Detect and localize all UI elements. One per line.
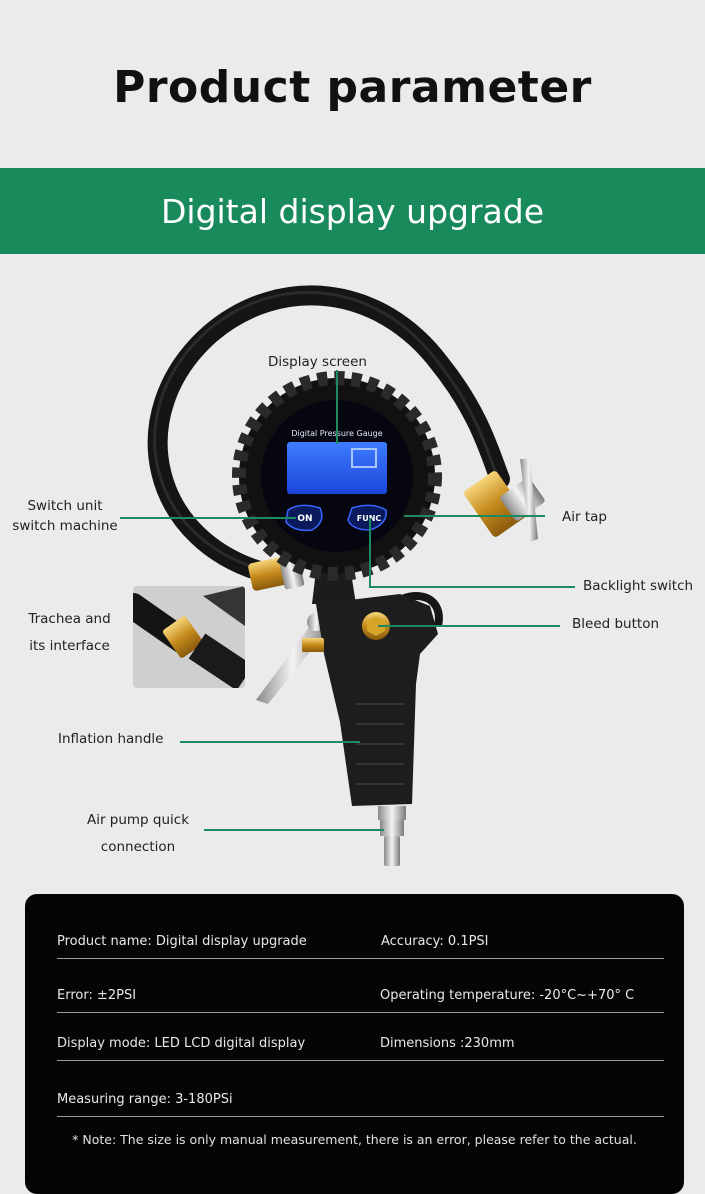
spec-accuracy: Accuracy: 0.1PSI xyxy=(381,934,489,949)
air-tap-label: Air tap xyxy=(562,509,607,525)
spec-row: Measuring range: 3-180PSi xyxy=(57,1088,664,1117)
switch-unit-label: Switch unit switch machine xyxy=(10,496,120,536)
product-diagram: Digital Pressure Gauge ON FUNC xyxy=(0,254,705,894)
air-pump-label: Air pump quick connection xyxy=(82,807,194,861)
page-title: Product parameter xyxy=(113,62,592,113)
spec-measuring-range: Measuring range: 3-180PSi xyxy=(57,1092,233,1107)
spec-dimensions: Dimensions :230mm xyxy=(380,1036,515,1051)
air-pump-line1: Air pump quick xyxy=(86,812,190,828)
spec-panel: Product name: Digital display upgrade Ac… xyxy=(25,894,684,1194)
banner: Digital display upgrade xyxy=(0,168,705,254)
switch-unit-line2: switch machine xyxy=(12,518,118,534)
air-pump-line2: connection xyxy=(100,839,176,855)
gun-body xyxy=(316,594,438,806)
spec-row: Display mode: LED LCD digital display Di… xyxy=(57,1032,664,1061)
measurement-note: * Note: The size is only manual measurem… xyxy=(72,1132,637,1147)
trachea-line1: Trachea and xyxy=(28,611,111,627)
on-label: ON xyxy=(297,514,312,524)
lcd-screen xyxy=(287,442,387,494)
spec-error: Error: ±2PSI xyxy=(57,988,137,1003)
inflation-handle-label: Inflation handle xyxy=(58,731,164,747)
trigger-lever xyxy=(256,614,330,704)
bleed-button-label: Bleed button xyxy=(572,616,660,632)
spec-display-mode: Display mode: LED LCD digital display xyxy=(57,1036,306,1051)
spec-row: Error: ±2PSI Operating temperature: -20°… xyxy=(57,984,664,1013)
air-tap-chuck xyxy=(464,459,545,542)
tire-inflator-illustration: Digital Pressure Gauge ON FUNC xyxy=(120,285,575,866)
trachea-closeup xyxy=(133,586,245,688)
spec-product-name: Product name: Digital display upgrade xyxy=(57,934,307,949)
on-button xyxy=(285,504,323,532)
trachea-inset-image xyxy=(133,586,245,688)
trachea-line2: its interface xyxy=(29,638,110,654)
func-button xyxy=(347,504,387,531)
trachea-label: Trachea and its interface xyxy=(12,606,127,660)
display-screen-label: Display screen xyxy=(268,354,367,370)
switch-unit-line1: Switch unit xyxy=(27,498,103,514)
backlight-switch-label: Backlight switch xyxy=(583,578,694,594)
spec-row: Product name: Digital display upgrade Ac… xyxy=(57,930,664,959)
banner-title: Digital display upgrade xyxy=(160,192,545,231)
spec-operating-temperature: Operating temperature: -20°C~+70° C xyxy=(380,988,635,1003)
